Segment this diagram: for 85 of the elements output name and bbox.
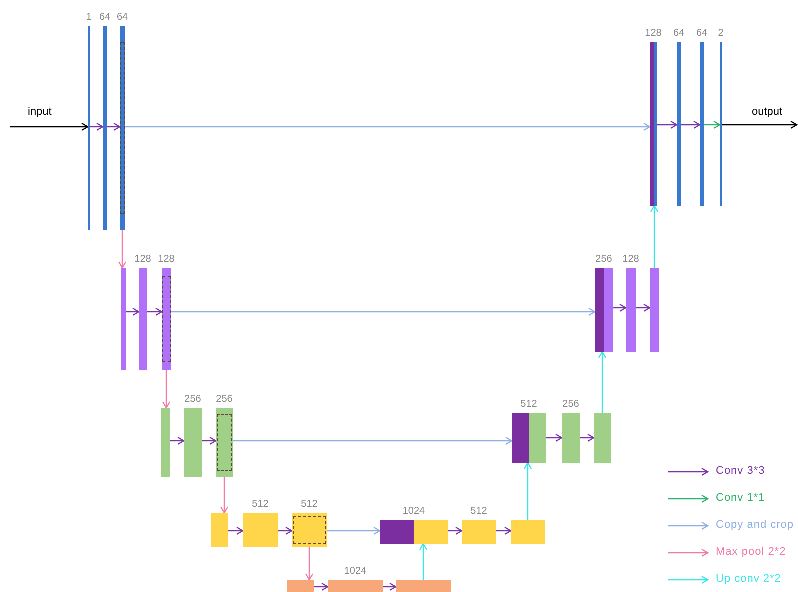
- arrow: [598, 351, 607, 413]
- arrow: [305, 547, 314, 581]
- arrow: [496, 526, 512, 536]
- feature-map-bar: [120, 26, 125, 230]
- channel-count: 256: [184, 394, 202, 405]
- channel-count: 128: [645, 28, 662, 39]
- channel-count: 512: [520, 399, 538, 410]
- channel-count: 256: [216, 394, 233, 405]
- feature-map-bar: [121, 268, 126, 370]
- concatenated-feature-map: [380, 520, 448, 544]
- channel-count: 1024: [402, 506, 426, 517]
- arrow: [171, 308, 596, 316]
- feature-map-bar: [396, 580, 451, 592]
- channel-count: 512: [252, 499, 269, 510]
- channel-count: 2: [718, 28, 724, 39]
- feature-map-bar: [626, 268, 636, 352]
- arrow: [613, 304, 627, 312]
- channel-count: 1: [86, 12, 92, 23]
- feature-map-bar: [139, 268, 147, 370]
- edge-label: input: [28, 106, 52, 118]
- legend-text: Copy and crop: [716, 519, 794, 531]
- legend-text: Max pool 2*2: [716, 546, 786, 558]
- channel-count: 128: [622, 254, 640, 265]
- feature-map-bar: [162, 268, 171, 370]
- channel-count: 64: [673, 28, 685, 39]
- channel-count: 256: [562, 399, 580, 410]
- legend-text: Up conv 2*2: [716, 573, 782, 585]
- feature-map-bar: [287, 580, 314, 592]
- arrow: [228, 526, 244, 536]
- channel-count: 512: [470, 506, 488, 517]
- concatenated-feature-map: [650, 42, 657, 206]
- arrow: [233, 436, 513, 446]
- feature-map-bar: [511, 520, 545, 544]
- legend-text: Conv 3*3: [716, 465, 766, 477]
- edge-label: output: [752, 106, 783, 118]
- arrow: [448, 526, 463, 536]
- channel-count: 512: [301, 499, 318, 510]
- feature-map-bar: [328, 580, 383, 592]
- feature-map-bar: [677, 42, 681, 206]
- feature-map-bar: [462, 520, 496, 544]
- arrow: [126, 308, 140, 316]
- concatenated-feature-map: [595, 268, 613, 352]
- feature-map-bar: [216, 408, 233, 477]
- arrow: [314, 582, 329, 592]
- arrow: [681, 120, 701, 130]
- arrow: [546, 434, 563, 442]
- feature-map-bar: [184, 408, 202, 477]
- arrow: [722, 120, 798, 130]
- channel-count: 256: [596, 254, 612, 265]
- arrow: [107, 122, 121, 132]
- feature-map-bar: [103, 26, 107, 230]
- arrow: [90, 122, 104, 132]
- arrow: [704, 120, 721, 130]
- arrow: [580, 434, 595, 442]
- channel-count: 128: [134, 254, 152, 265]
- arrow: [10, 122, 89, 132]
- channel-count: 64: [99, 12, 111, 23]
- concatenated-feature-map: [512, 413, 546, 463]
- legend-text: Conv 1*1: [716, 492, 766, 504]
- arrow: [657, 120, 678, 130]
- channel-count: 1024: [344, 566, 367, 577]
- arrow: [162, 370, 171, 409]
- arrow: [118, 230, 127, 269]
- feature-map-bar: [243, 513, 278, 547]
- arrow: [147, 308, 163, 316]
- feature-map-bar: [700, 42, 704, 206]
- arrow: [278, 526, 293, 536]
- arrow: [524, 462, 532, 520]
- arrow: [419, 543, 428, 580]
- feature-map-bar: [562, 413, 580, 463]
- feature-map-bar: [211, 513, 228, 547]
- arrow: [125, 122, 651, 132]
- feature-map-bar: [650, 268, 659, 352]
- channel-count: 64: [116, 12, 128, 23]
- channel-count: 64: [696, 28, 708, 39]
- arrow: [636, 304, 651, 312]
- arrow: [220, 477, 229, 514]
- arrow: [202, 436, 217, 446]
- feature-map-bar: [594, 413, 611, 463]
- arrow: [383, 582, 397, 592]
- arrow: [170, 436, 185, 446]
- arrow: [327, 526, 381, 536]
- feature-map-bar: [161, 408, 170, 477]
- channel-count: 128: [158, 254, 175, 265]
- arrow: [650, 205, 659, 268]
